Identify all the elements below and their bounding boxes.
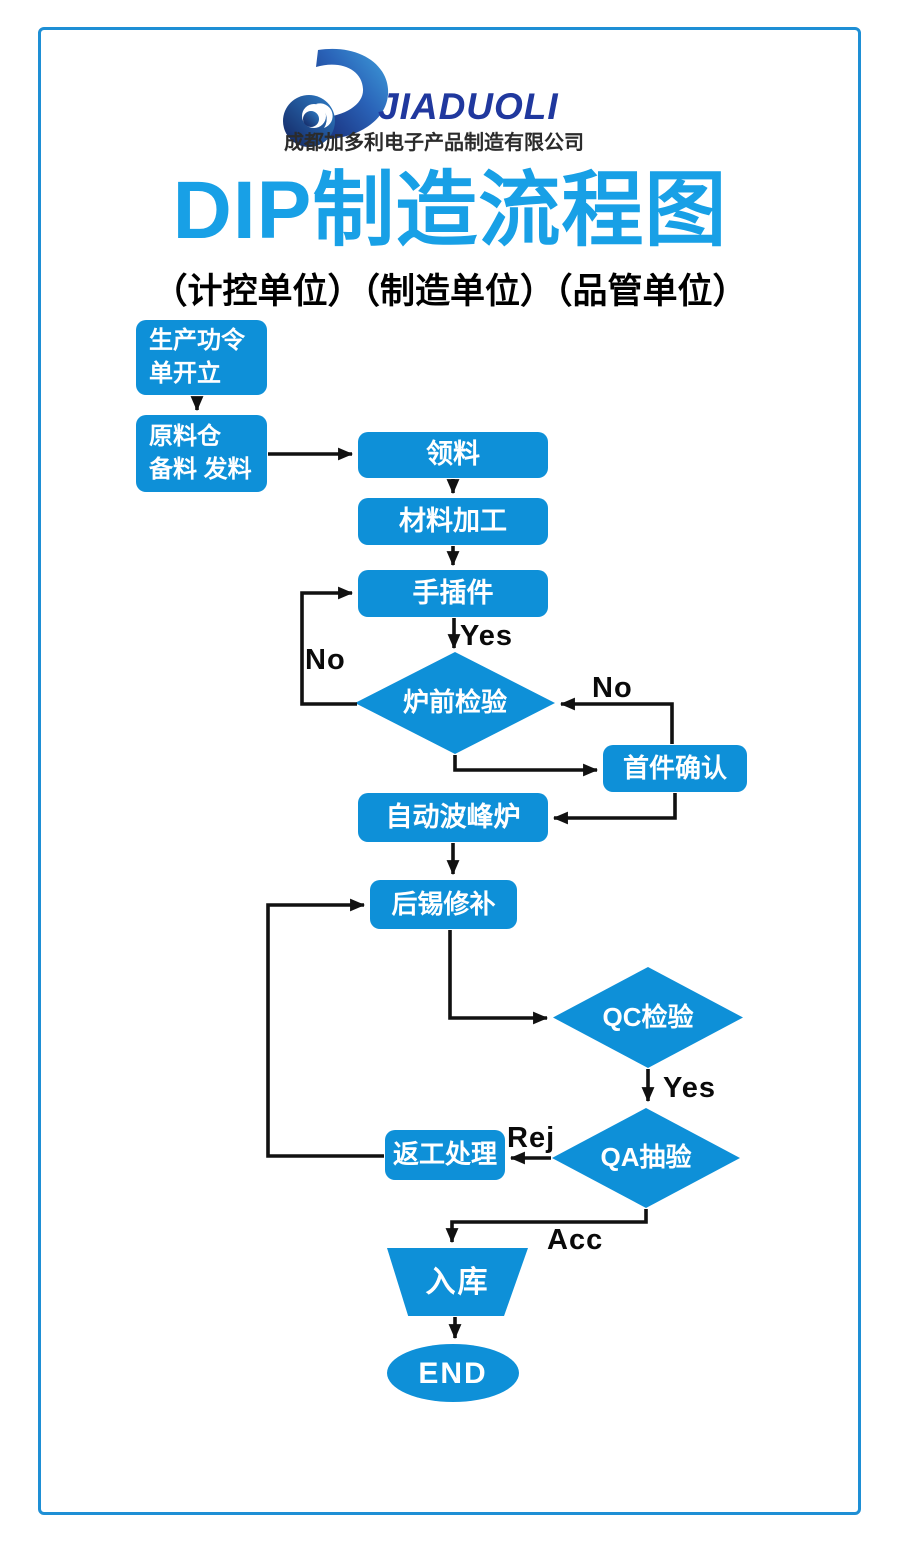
edge-label-rej: Rej — [507, 1122, 556, 1154]
edge-label-acc: Acc — [547, 1224, 604, 1256]
page-title: DIP制造流程图 — [172, 165, 728, 256]
page-border-frame — [38, 27, 861, 1515]
node-end: END — [387, 1344, 519, 1402]
node-solder-touchup: 后锡修补 — [370, 880, 517, 929]
company-name: 成都加多利电子产品制造有限公司 — [284, 132, 584, 154]
edge-label-yes-insert: Yes — [460, 620, 513, 652]
node-order-open: 生产功令 单开立 — [136, 320, 267, 395]
edge-label-no-left: No — [305, 644, 346, 676]
node-material-prep: 原料仓 备料 发料 — [136, 415, 267, 492]
node-hand-insert: 手插件 — [358, 570, 548, 617]
node-first-article: 首件确认 — [603, 745, 747, 792]
node-wave-solder: 自动波峰炉 — [358, 793, 548, 842]
page-subtitle: （计控单位）（制造单位）（品管单位） — [152, 272, 748, 311]
edge-label-yes-qc: Yes — [663, 1072, 716, 1104]
edge-label-no-right: No — [592, 672, 633, 704]
company-logo-icon — [283, 48, 389, 147]
node-material-process: 材料加工 — [358, 498, 548, 545]
node-pick-material: 领料 — [358, 432, 548, 478]
node-warehouse: 入库 — [387, 1248, 528, 1316]
logo-wordmark: JIADUOLI — [378, 86, 559, 127]
node-rework: 返工处理 — [385, 1130, 505, 1180]
